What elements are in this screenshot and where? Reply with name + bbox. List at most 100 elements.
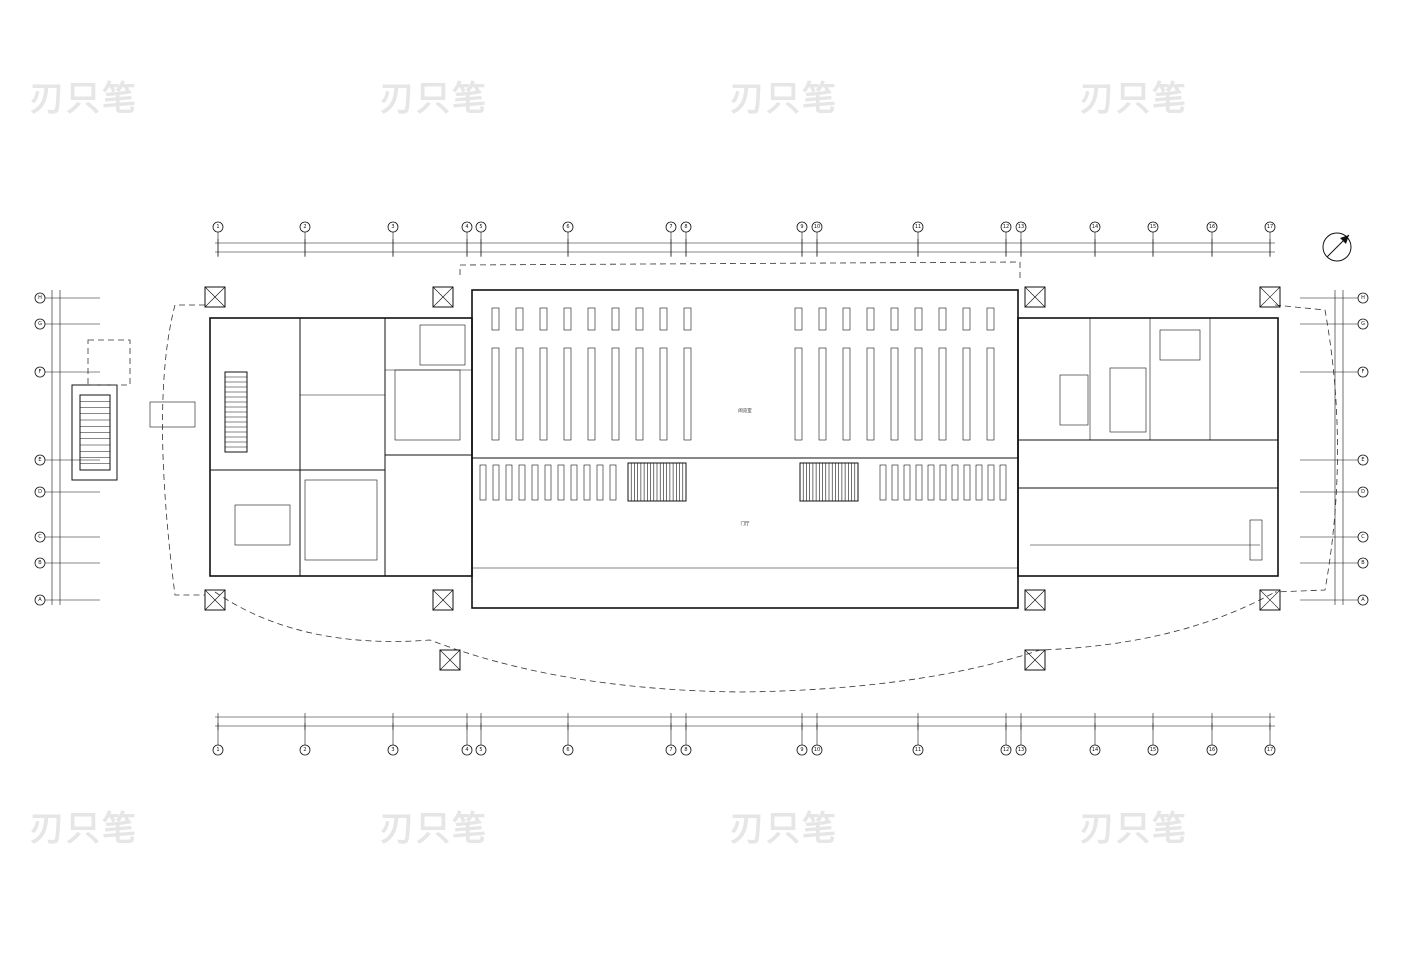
bookshelf [986,307,995,331]
grid-bubble-label: E [1361,457,1364,463]
grid-bubble-label: F [39,369,42,375]
bookshelf [515,347,524,441]
watermark-layer: 刃只笔 刃只笔 刃只笔 刃只笔 刃只笔 刃只笔 刃只笔 刃只笔 [30,79,1188,849]
grid-bubble [34,454,46,466]
grid-bubble-label: 12 [1003,747,1009,753]
bookshelf [890,347,899,441]
dimension-ticks [217,239,1271,730]
grid-bubble [796,744,808,756]
grid-bubble-label: 17 [1267,224,1273,230]
column [204,286,226,308]
watermark: 刃只笔 [730,79,838,119]
bookshelf [563,307,572,331]
bookshelf [962,347,971,441]
grid-bubble-label: 5 [479,224,482,230]
grid-bubble-label: 13 [1018,747,1024,753]
grid-bubble-label: B [1361,560,1365,566]
grid-bubble-label: 1 [216,224,219,230]
column [1024,286,1046,308]
grid-bubble [912,221,924,233]
bookshelf [611,307,620,331]
grid-bubble-label: H [1361,295,1365,301]
grid-bubble-label: 2 [303,224,306,230]
bookshelf [986,347,995,441]
external-stair-tower [71,339,196,481]
grid-bubble-label: 16 [1209,224,1215,230]
bookshelf [914,347,923,441]
grid-bubble [1000,744,1012,756]
grid-bubble-label: 6 [566,747,569,753]
building-walls [209,289,1279,609]
grid-bubble [34,557,46,569]
top-dimension-lines [215,242,1275,727]
grid-bubble-label: 15 [1150,747,1156,753]
grid-bubble-label: B [38,560,42,566]
grid-bubble [387,221,399,233]
bookshelf [611,347,620,441]
grid-bubble-label: G [1361,321,1365,327]
grid-bubble [34,366,46,378]
grid-bubble [811,744,823,756]
grid-bubble [1015,221,1027,233]
grid-bubble [34,531,46,543]
watermark: 刃只笔 [1080,809,1188,849]
grid-bubble [562,221,574,233]
column [1024,649,1046,671]
grid-bubble-label: 14 [1092,747,1098,753]
grid-bubble-label: 9 [800,224,803,230]
bookshelf [794,307,803,331]
column [439,649,461,671]
grid-bubble [562,744,574,756]
grid-bubble-label: 3 [391,747,394,753]
bookshelf [491,347,500,441]
north-arrow-icon [1322,232,1352,262]
room-labels: 阅览室 门厅 [738,407,752,527]
grid-bubble [34,486,46,498]
bookshelf [794,347,803,441]
bookshelf [962,307,971,331]
grid-bubble [1357,318,1369,330]
bookshelf [842,307,851,331]
grid-bubble [1264,744,1276,756]
grid-bubble-label: 16 [1209,747,1215,753]
column [1259,286,1281,308]
grid-bubble-label: E [38,457,41,463]
right-wing-rooms [1030,329,1263,561]
grid-bubble [1147,744,1159,756]
grid-bubble [912,744,924,756]
grid-bubble [387,744,399,756]
grid-bubble [1206,221,1218,233]
grid-bubble-label: 4 [465,224,468,230]
site-outline [162,261,1338,693]
grid-bubble-label: F [1362,369,1365,375]
bookshelf [659,307,668,331]
bookshelf [587,307,596,331]
left-wing-rooms [234,324,466,561]
side-dimension-lines [51,290,1344,605]
watermark: 刃只笔 [380,809,488,849]
grid-bubble [1015,744,1027,756]
grid-bubble [1264,221,1276,233]
grid-bubble-label: 11 [915,224,921,230]
grid-bubble-label: 8 [684,224,687,230]
grid-bubble-label: H [38,295,42,301]
bookshelf [683,307,692,331]
grid-bubble-label: 8 [684,747,687,753]
bookshelf [842,347,851,441]
grid-bubble-label: D [38,489,42,495]
grid-bubble [1089,744,1101,756]
grid-bubble [212,221,224,233]
grid-bubble-label: 7 [669,224,672,230]
grid-bubble [1357,594,1369,606]
bookshelf [683,347,692,441]
structural-columns [204,286,1281,671]
grid-bubble [1357,557,1369,569]
grid-bubble-label: 4 [465,747,468,753]
grid-bubble [34,594,46,606]
bookshelf [635,347,644,441]
column [432,286,454,308]
grid-bubble-label: G [38,321,42,327]
